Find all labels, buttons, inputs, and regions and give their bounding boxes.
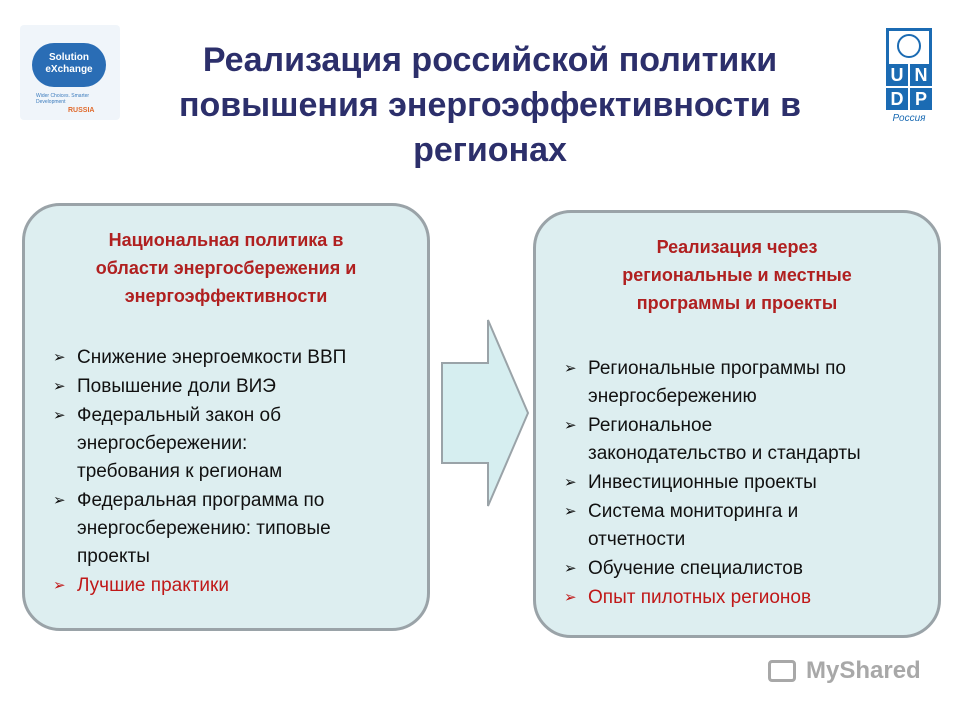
watermark-text: MyShared [806, 657, 921, 684]
list-item-line: Снижение энергоемкости ВВП [77, 347, 347, 368]
heading-line: региональные и местные [622, 265, 852, 285]
list-item-line: энергосбережении: [77, 433, 248, 454]
regional-implementation-card: Реализация через региональные и местные … [533, 210, 941, 638]
regional-implementation-list: ➢ Региональные программы по энергосбереж… [536, 355, 938, 612]
arrow-bullet-icon: ➢ [564, 560, 577, 577]
logo-left-tagline: Wider Choices. Smarter Development [36, 93, 90, 105]
national-policy-card: Национальная политика в области энергосб… [22, 203, 430, 631]
list-item-line: Региональное [588, 415, 713, 436]
presentation-icon [768, 660, 796, 682]
list-item: ➢ Региональные программы по энергосбереж… [564, 355, 938, 411]
flow-arrow-icon [441, 319, 530, 507]
list-item-line: Система мониторинга и [588, 501, 799, 522]
page-title: Реализация российской политики повышения… [130, 38, 850, 173]
arrow-bullet-icon: ➢ [564, 360, 577, 377]
list-item-line: Региональные программы по [588, 358, 846, 379]
arrow-bullet-icon: ➢ [53, 492, 66, 509]
heading-line: энергоэффективности [124, 286, 328, 306]
list-item-line: требования к регионам [77, 461, 283, 482]
arrow-bullet-icon: ➢ [564, 417, 577, 434]
list-item: ➢ Федеральная программа по энергосбереже… [53, 487, 427, 571]
heading-line: Национальная политика в [108, 230, 344, 250]
heading-line: программы и проекты [636, 293, 838, 313]
list-item-line: Лучшие практики [77, 575, 229, 596]
title-line-2: повышения энергоэффективности в [178, 86, 802, 124]
list-item-line: законодательство и стандарты [588, 443, 861, 464]
un-emblem-icon [886, 28, 932, 64]
arrow-bullet-icon: ➢ [53, 378, 66, 395]
regional-implementation-heading: Реализация через региональные и местные … [536, 233, 938, 317]
arrow-bullet-icon: ➢ [564, 474, 577, 491]
list-item-line: энергосбережению: типовые [77, 518, 331, 539]
list-item-highlight: ➢ Опыт пилотных регионов [564, 584, 938, 612]
logo-left-line2: eXchange [45, 64, 93, 75]
list-item: ➢ Обучение специалистов [564, 555, 938, 583]
list-item: ➢ Федеральный закон об энергосбережении:… [53, 402, 427, 486]
national-policy-list: ➢ Снижение энергоемкости ВВП ➢ Повышение… [25, 344, 427, 600]
undp-caption: Россия [892, 113, 926, 124]
undp-letter-p: P [910, 88, 932, 110]
list-item-line: Федеральная программа по [77, 490, 325, 511]
list-item: ➢ Повышение доли ВИЭ [53, 373, 427, 401]
undp-letter-d: D [886, 88, 908, 110]
list-item-line: проекты [77, 546, 150, 567]
undp-letter-u: U [886, 64, 908, 86]
arrow-bullet-icon: ➢ [564, 503, 577, 520]
logo-left-country: RUSSIA [68, 107, 95, 114]
list-item-line: Повышение доли ВИЭ [77, 376, 276, 397]
list-item-line: энергосбережению [588, 386, 757, 407]
heading-line: Реализация через [656, 237, 818, 257]
list-item: ➢ Снижение энергоемкости ВВП [53, 344, 427, 372]
arrow-bullet-icon: ➢ [53, 349, 66, 366]
title-line-3: регионах [413, 131, 567, 169]
list-item: ➢ Инвестиционные проекты [564, 469, 938, 497]
list-item-line: отчетности [588, 529, 686, 550]
list-item-line: Федеральный закон об [77, 405, 281, 426]
undp-letters: U N D P [886, 64, 932, 110]
solution-exchange-logo-bubble: Solution eXchange [32, 43, 106, 87]
arrow-bullet-icon: ➢ [564, 589, 577, 606]
logo-left-line1: Solution [49, 52, 89, 63]
list-item: ➢ Региональное законодательство и станда… [564, 412, 938, 468]
arrow-bullet-icon: ➢ [53, 577, 66, 594]
undp-logo: U N D P Россия [880, 28, 938, 126]
list-item-highlight: ➢ Лучшие практики [53, 572, 427, 600]
solution-exchange-logo: Solution eXchange Wider Choices. Smarter… [20, 25, 120, 120]
heading-line: области энергосбережения и [95, 258, 357, 278]
list-item: ➢ Система мониторинга и отчетности [564, 498, 938, 554]
list-item-line: Инвестиционные проекты [588, 472, 817, 493]
myshared-watermark: MyShared [768, 655, 938, 695]
national-policy-heading: Национальная политика в области энергосб… [25, 226, 427, 310]
arrow-bullet-icon: ➢ [53, 407, 66, 424]
undp-letter-n: N [910, 64, 932, 86]
list-item-line: Опыт пилотных регионов [588, 587, 812, 608]
list-item-line: Обучение специалистов [588, 558, 803, 579]
title-line-1: Реализация российской политики [202, 41, 778, 79]
